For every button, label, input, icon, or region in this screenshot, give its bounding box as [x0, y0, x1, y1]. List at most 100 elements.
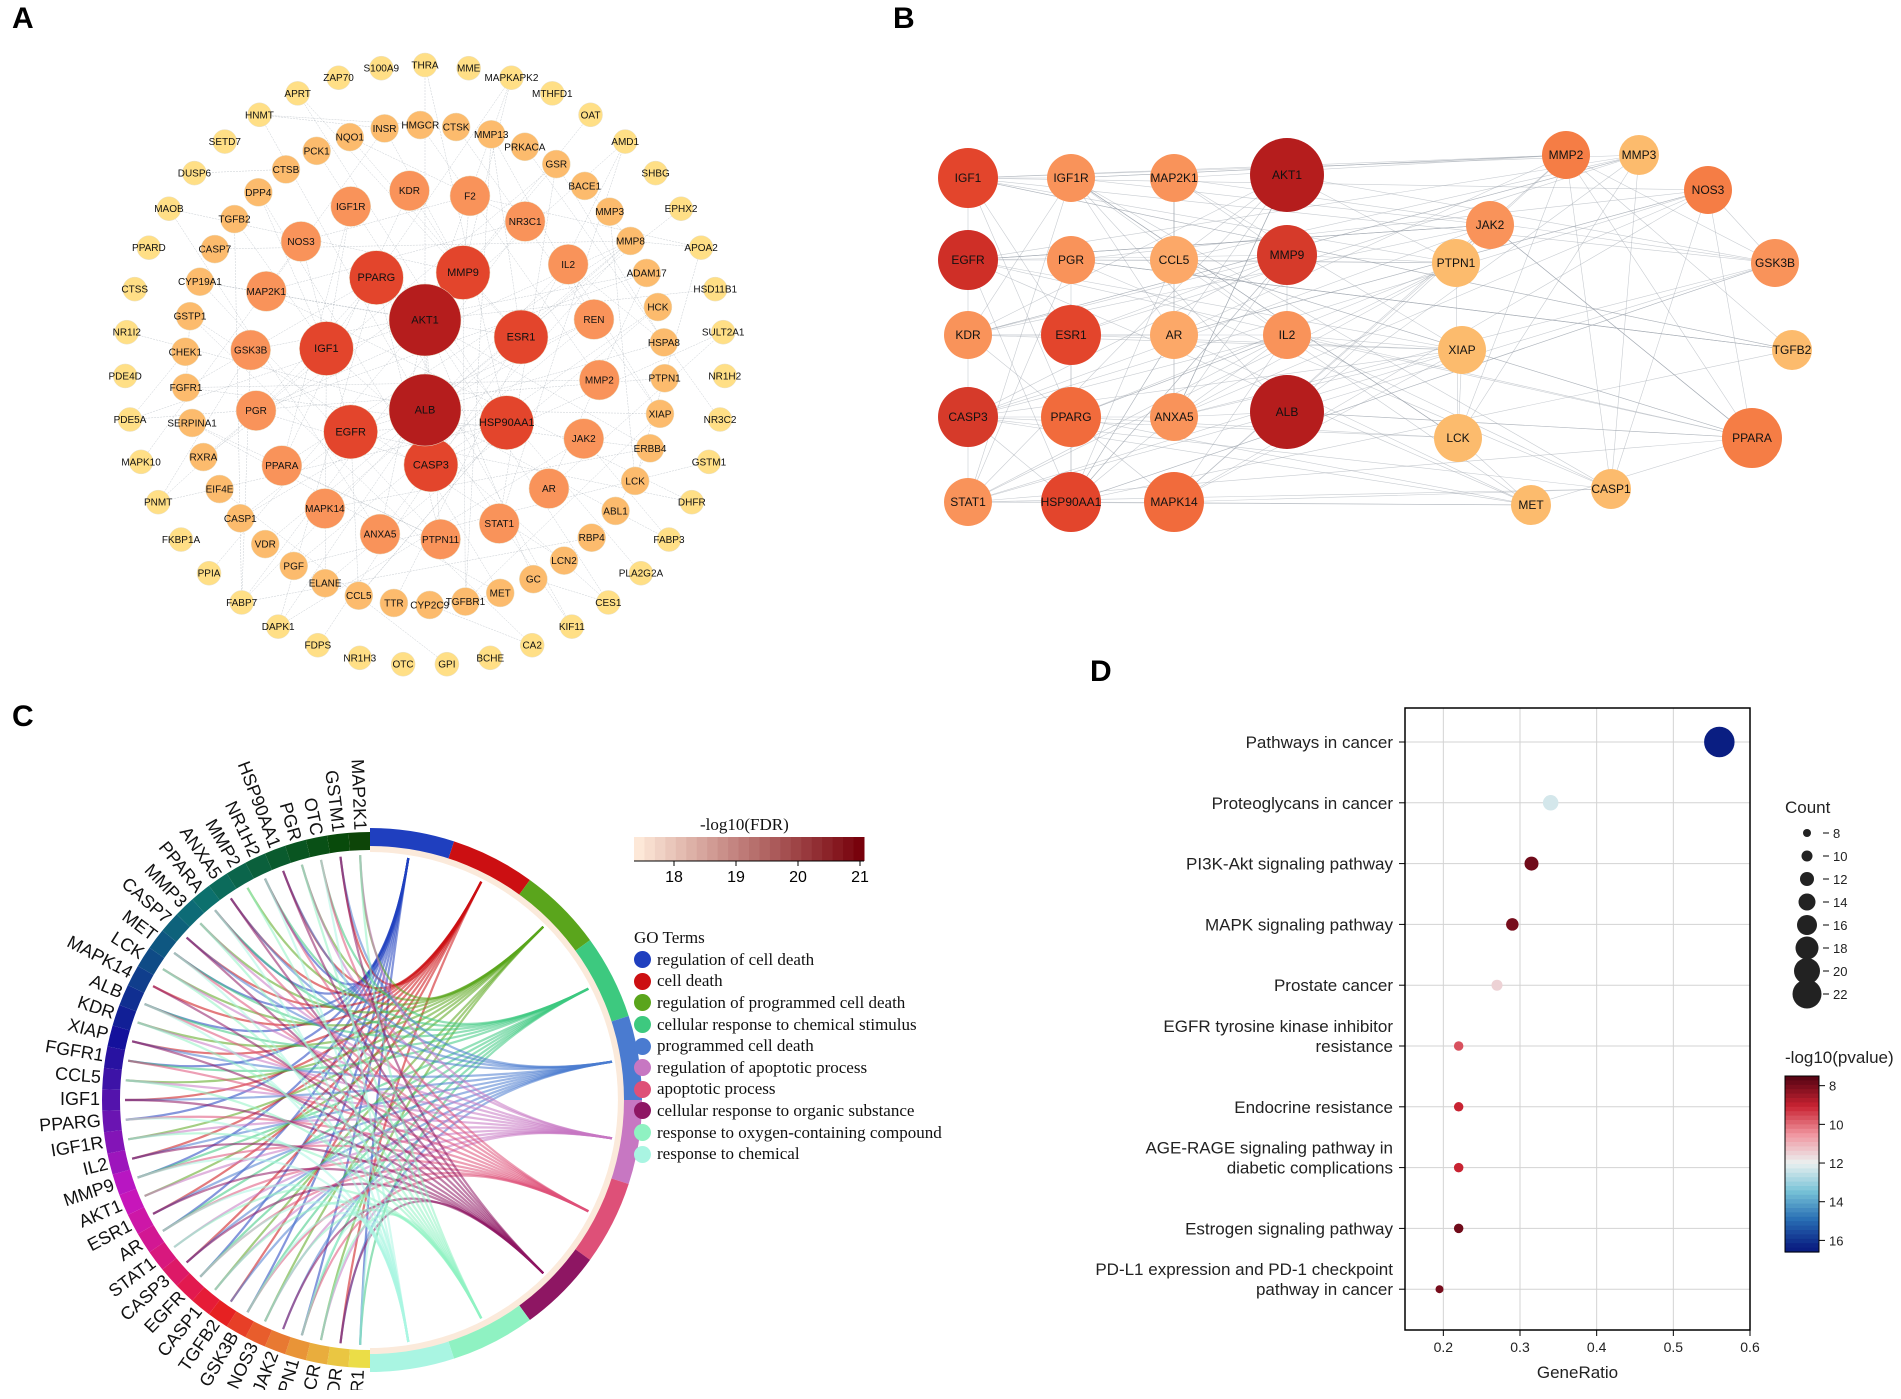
gene-segment	[327, 1346, 350, 1368]
network-edge	[194, 169, 286, 174]
go-term-label: regulation of programmed cell death	[657, 992, 906, 1012]
node-label: PGR	[245, 406, 267, 417]
node-circle	[369, 55, 394, 81]
size-legend-dot	[1795, 936, 1819, 960]
network-edge	[1565, 154, 1793, 351]
network-node: HCK	[643, 292, 673, 322]
go-term-label: regulation of cell death	[657, 949, 815, 969]
network-node: RBP4	[577, 523, 606, 552]
panel-label-a: A	[12, 2, 34, 35]
network-node: DHFR	[678, 489, 706, 515]
node-circle	[310, 568, 340, 598]
term-segment	[607, 1015, 642, 1100]
network-node: EPHX2	[665, 196, 698, 221]
node-circle	[200, 234, 230, 264]
node-circle	[1684, 166, 1732, 214]
plot-grid	[1405, 708, 1751, 1330]
network-node: CASP7	[198, 234, 232, 264]
node-circle	[246, 271, 287, 312]
node-label: PGR	[1058, 253, 1084, 267]
network-edge	[324, 348, 327, 584]
node-label: PRKACA	[504, 142, 545, 153]
node-label: PPARD	[132, 243, 166, 254]
node-label: PLA2G2A	[619, 569, 664, 580]
network-node: VDR	[250, 529, 280, 559]
network-edge	[967, 334, 1288, 503]
node-label: SETD7	[209, 137, 242, 148]
network-edge	[967, 177, 1072, 418]
node-label: CASP7	[198, 245, 231, 256]
network-edge	[499, 141, 626, 524]
size-legend-label: 8	[1833, 826, 1840, 841]
node-circle	[114, 319, 140, 345]
network-edge	[1610, 189, 1709, 490]
network-node: PPARD	[132, 235, 166, 260]
network-edge	[158, 348, 327, 503]
plot-frame	[1404, 707, 1751, 1331]
node-circle	[595, 197, 624, 226]
data-point	[1453, 1162, 1464, 1173]
y-category-label: Prostate cancer	[1274, 976, 1393, 995]
gene-segment	[107, 1025, 130, 1050]
network-node: AKT1	[388, 283, 462, 357]
node-circle	[702, 276, 728, 302]
network-node: XIAP	[645, 399, 675, 429]
color-swatch	[1785, 1150, 1819, 1156]
node-label: VDR	[255, 540, 276, 551]
node-label: MMP9	[447, 267, 479, 279]
network-edge	[462, 272, 466, 602]
go-term-item: cellular response to chemical stimulus	[634, 1014, 942, 1036]
gene-segment	[264, 1329, 291, 1355]
node-label: TGFB2	[218, 215, 251, 226]
network-edge	[326, 77, 512, 349]
panel-label-c: C	[12, 700, 34, 733]
network-node: IGF1R	[330, 186, 372, 227]
color-swatch	[1785, 1190, 1819, 1196]
x-tick-label: 0.2	[1434, 1339, 1454, 1355]
network-node: HSPA8	[648, 328, 680, 357]
node-label: IL2	[561, 260, 575, 271]
network-node: GSK3B	[230, 329, 271, 371]
gene-label: TGFBR1	[345, 1369, 368, 1390]
network-node: INSR	[370, 114, 399, 143]
gene-label: IL2	[81, 1154, 110, 1179]
node-label: ELANE	[309, 579, 342, 590]
node-label: RXRA	[189, 453, 217, 464]
network-edge	[967, 259, 1072, 503]
network-node: MMP9	[435, 245, 491, 300]
y-category-label: resistance	[1316, 1037, 1393, 1056]
network-node: STAT1	[478, 503, 520, 544]
y-category-label: Proteoglycans in cancer	[1212, 794, 1394, 813]
node-circle	[156, 196, 182, 221]
network-node: CTSS	[121, 276, 148, 302]
node-circle	[250, 529, 280, 559]
color-tick-label: 16	[1829, 1233, 1843, 1248]
node-circle	[632, 258, 661, 288]
network-node: CTSK	[441, 112, 471, 142]
network-edge	[1707, 189, 1753, 439]
go-term-label: response to oxygen-containing compound	[657, 1122, 942, 1142]
node-circle	[620, 466, 650, 496]
network-node: CA2	[519, 632, 545, 658]
network-node: SULT2A1	[702, 319, 745, 345]
network-node: MAPK14	[304, 488, 346, 529]
scale-swatch	[728, 837, 740, 861]
node-circle	[1047, 236, 1095, 284]
gene-segment	[102, 1067, 122, 1090]
network-edge	[129, 319, 426, 420]
node-circle	[596, 590, 621, 615]
node-circle	[1150, 236, 1198, 284]
gene-segment	[209, 873, 237, 901]
node-circle	[707, 407, 733, 432]
node-label: GSR	[545, 160, 567, 171]
node-label: TTR	[384, 598, 403, 609]
network-node: CASP3	[938, 387, 998, 447]
color-swatch	[1785, 1080, 1819, 1086]
node-circle	[476, 120, 506, 149]
node-circle	[261, 445, 303, 486]
data-point	[1704, 726, 1735, 758]
node-label: F2	[464, 191, 476, 202]
network-edge	[1173, 154, 1567, 179]
network-edge	[967, 224, 1491, 261]
network-edge	[1457, 154, 1640, 439]
